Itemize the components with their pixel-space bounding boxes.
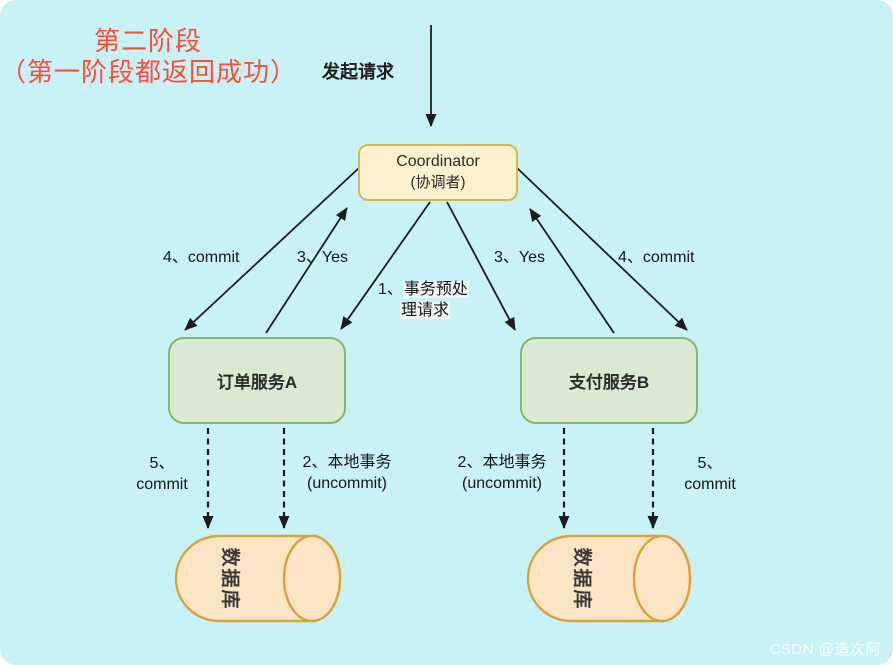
prepare-request-text1: 事务预处 xyxy=(402,281,469,298)
database-b-label: 数据库 xyxy=(571,547,593,611)
service-a-label: 订单服务A xyxy=(216,373,298,392)
arrow-prepare-to-service-b xyxy=(446,201,516,331)
database-cylinder-b xyxy=(526,534,692,623)
csdn-watermark: CSDN @造次阿 xyxy=(769,641,881,658)
edge-label-commit5-left: 5、 commit xyxy=(124,453,200,495)
prepare-request-text2: 理请求 xyxy=(400,302,451,319)
edge-label-commit-right: 4、commit xyxy=(618,249,695,266)
arrow-yes-from-service-a xyxy=(265,207,348,334)
coordinator-node: Coordinator (协调者) xyxy=(358,144,518,201)
arrow-commit-to-service-a xyxy=(184,166,361,331)
prepare-request-number: 1、 xyxy=(378,281,403,298)
edge-label-localtx-right: 2、本地事务 (uncommit) xyxy=(447,452,557,494)
edge-label-commit-left: 4、commit xyxy=(163,249,240,266)
edge-label-yes-left: 3、Yes xyxy=(297,249,349,266)
edge-label-localtx-left: 2、本地事务 (uncommit) xyxy=(292,452,402,494)
localtx-right-line1: 2、本地事务 xyxy=(457,454,547,471)
commit5-right-line2: commit xyxy=(684,476,736,493)
arrow-yes-from-service-b xyxy=(529,208,615,334)
initiate-request-label: 发起请求 xyxy=(322,62,394,82)
prepare-request-line2: 理请求 xyxy=(400,300,469,321)
commit5-left-line1: 5、 xyxy=(149,455,175,472)
coordinator-title: Coordinator xyxy=(396,153,480,170)
commit5-right-line1: 5、 xyxy=(697,455,723,472)
localtx-left-line2: (uncommit) xyxy=(306,475,387,492)
phase-annotation-line2: （第一阶段都返回成功） xyxy=(0,57,298,87)
phase-annotation-line1: 第二阶段 xyxy=(93,26,202,56)
localtx-right-line2: (uncommit) xyxy=(461,475,542,492)
phase-annotation: 第二阶段 （第一阶段都返回成功） xyxy=(0,26,296,88)
arrow-commit-to-service-b xyxy=(515,166,688,331)
commit5-left-line2: commit xyxy=(136,476,188,493)
arrow-prepare-to-service-a xyxy=(340,201,431,330)
prepare-request-line1: 1、事务预处 xyxy=(378,279,469,300)
localtx-left-line1: 2、本地事务 xyxy=(302,454,392,471)
service-b-node: 支付服务B xyxy=(520,337,698,424)
edge-label-yes-right: 3、Yes xyxy=(494,249,546,266)
database-a-label: 数据库 xyxy=(219,547,241,611)
edge-label-commit5-right: 5、 commit xyxy=(672,453,748,495)
database-cylinder-a xyxy=(174,534,342,623)
edge-label-prepare-request: 1、事务预处 理请求 xyxy=(378,279,469,321)
service-b-label: 支付服务B xyxy=(568,373,650,392)
service-a-node: 订单服务A xyxy=(168,337,346,424)
coordinator-subtitle: (协调者) xyxy=(410,174,466,191)
